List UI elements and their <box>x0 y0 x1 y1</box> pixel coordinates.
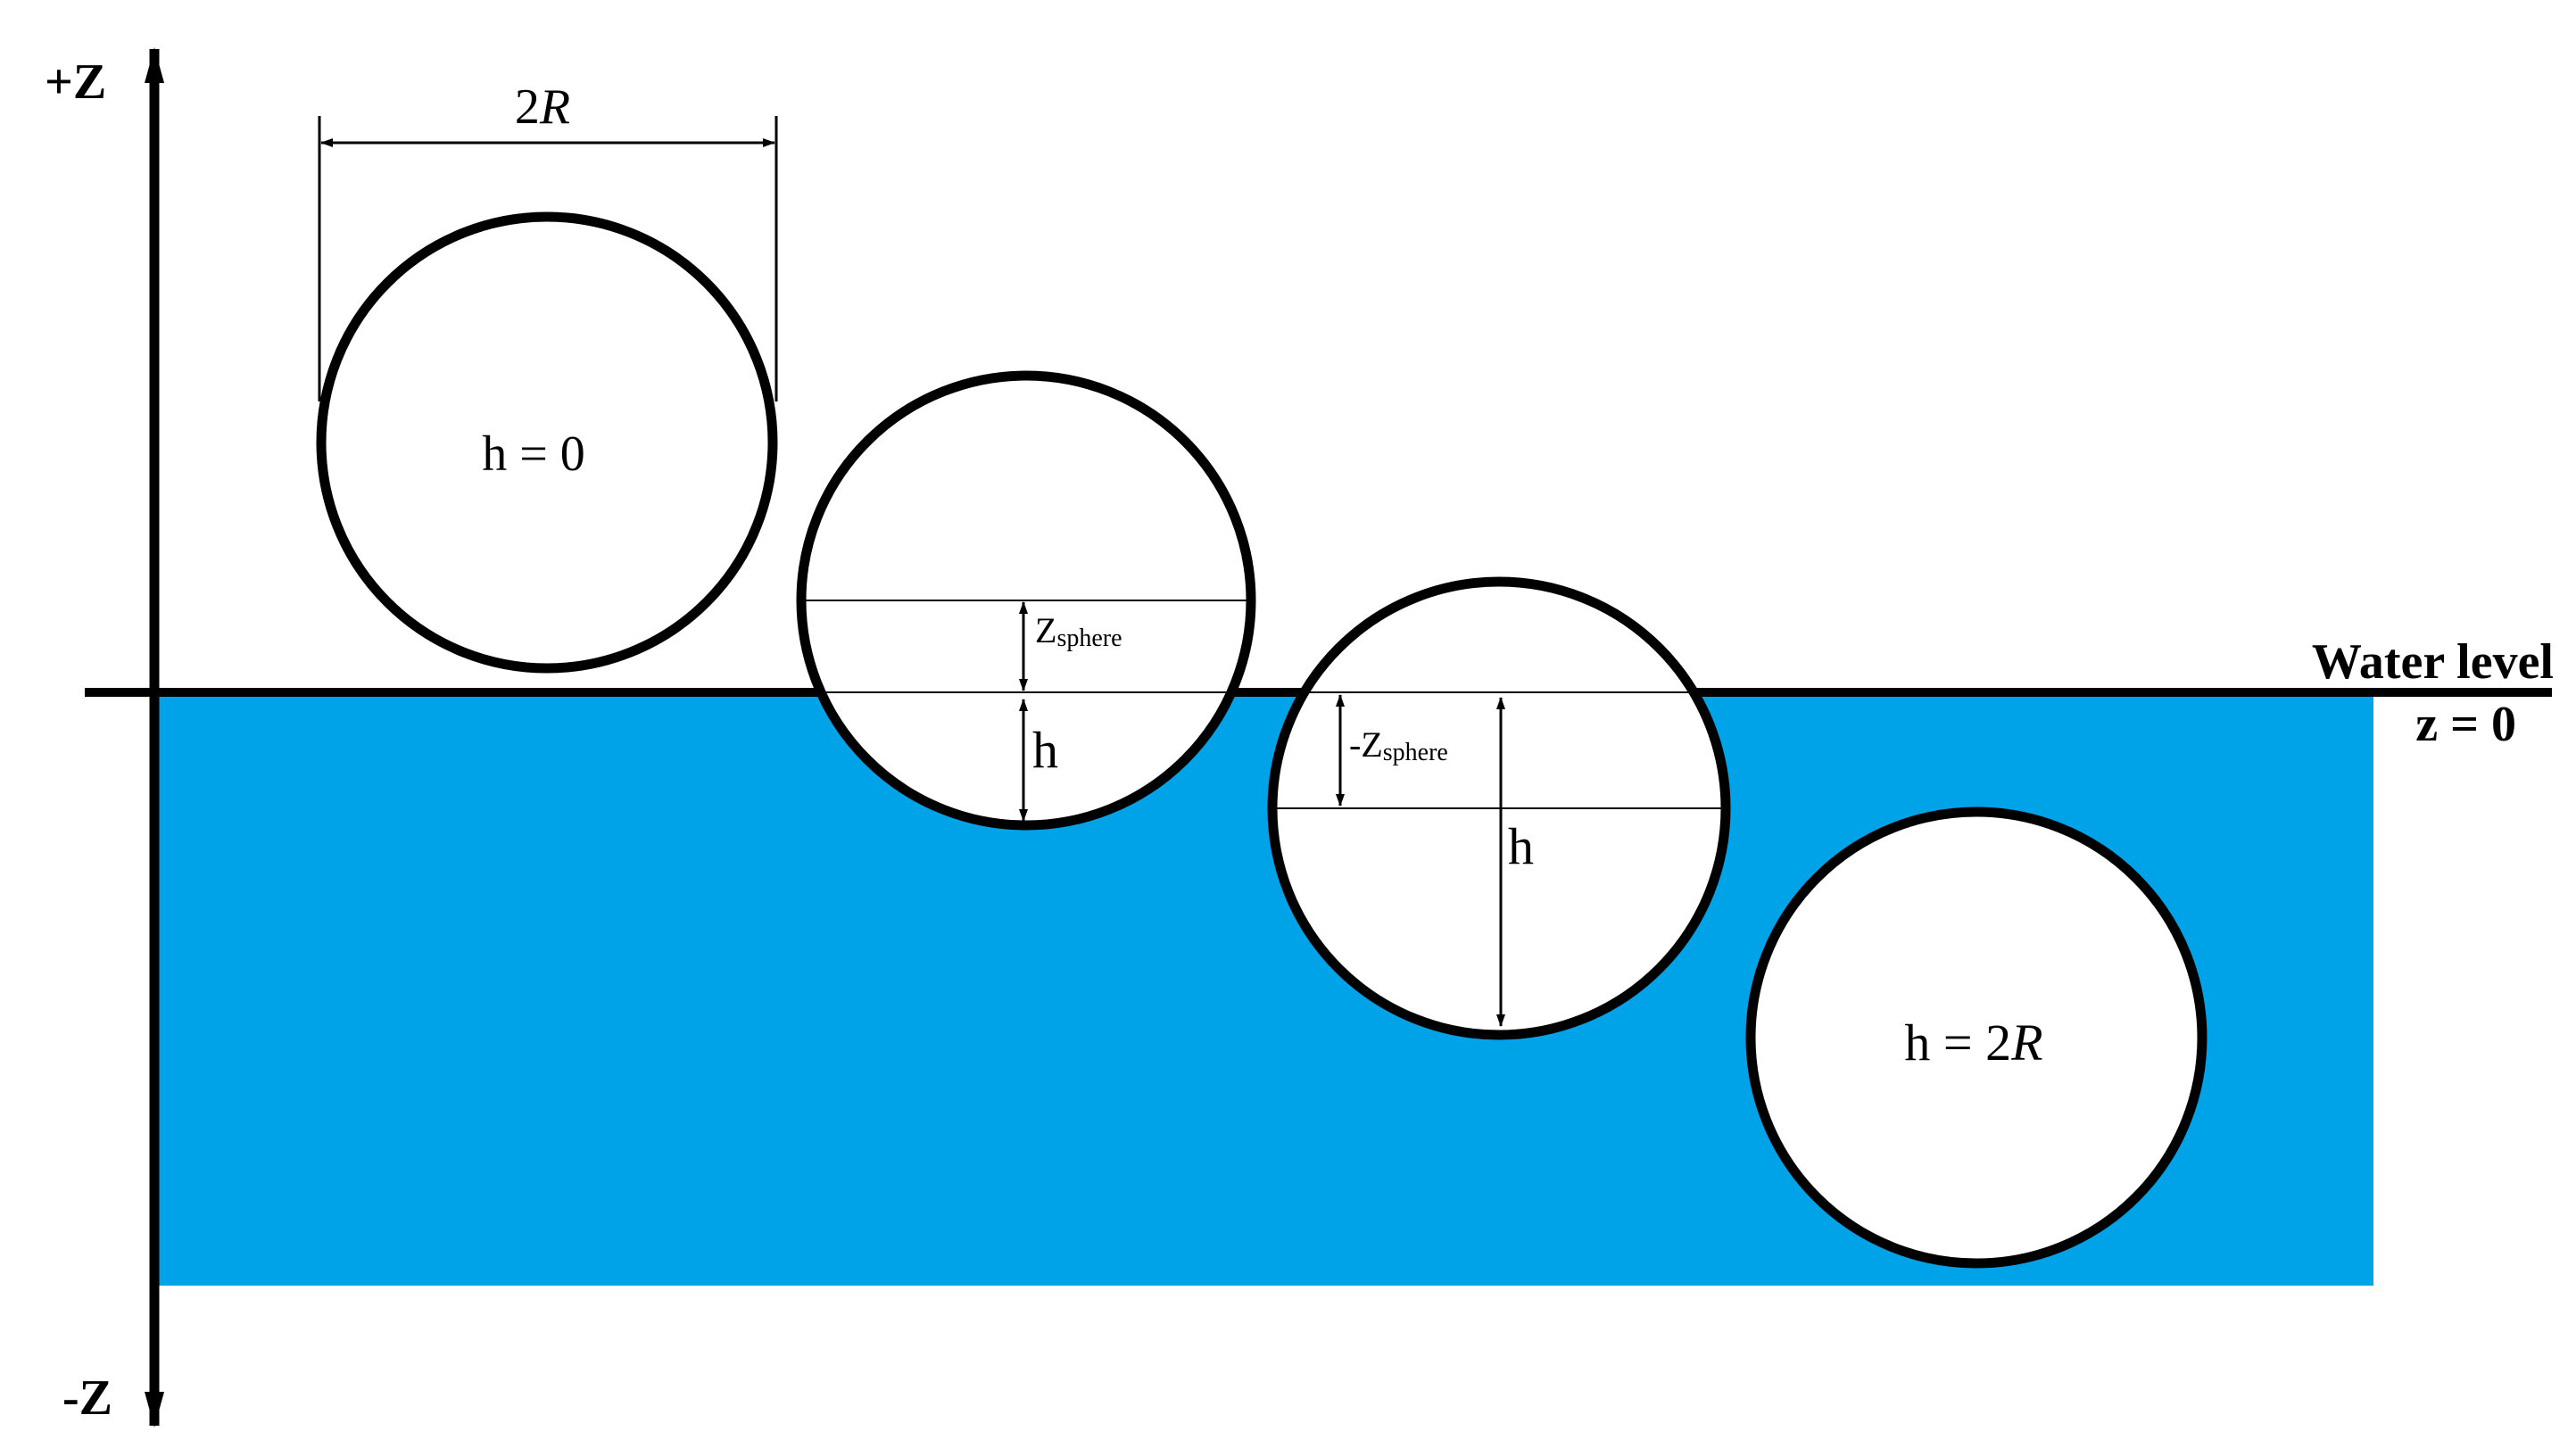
sphere-2-depth-label: h <box>1032 721 1058 779</box>
diameter-label: 2R <box>515 79 570 135</box>
sphere-2-offset-main: Z <box>1035 610 1056 650</box>
sphere-3-offset-label: -Zsphere <box>1349 724 1448 766</box>
sphere-4-label: h = 2R <box>1904 1014 2042 1072</box>
sphere-4-label-var: R <box>2010 1014 2042 1072</box>
sphere-4-label-prefix: h = 2 <box>1904 1014 2011 1072</box>
positive-z-label: +Z <box>45 54 106 110</box>
water-level-equation: z = 0 <box>2415 697 2516 752</box>
sphere-fully-submerged: h = 2R <box>1745 807 2207 1269</box>
sphere-1-label: h = 0 <box>482 426 585 482</box>
sphere-2-offset-label: Zsphere <box>1035 610 1122 652</box>
sphere-partially-submerged-upper: Zsphere h <box>796 370 1256 831</box>
negative-z-label: -Z <box>62 1370 112 1426</box>
diameter-label-var: R <box>539 79 570 135</box>
sphere-1-outline <box>316 211 778 674</box>
diameter-dimension: 2R <box>318 79 778 401</box>
sphere-2-offset-sub: sphere <box>1056 625 1122 652</box>
water-level-label: Water level <box>2312 634 2554 690</box>
sphere-4-outline <box>1745 807 2207 1269</box>
diameter-label-num: 2 <box>515 79 540 135</box>
sphere-3-depth-label: h <box>1508 817 1534 875</box>
sphere-3-offset-main: -Z <box>1349 724 1383 765</box>
sphere-above-water: h = 0 <box>316 211 778 674</box>
sphere-partially-submerged-lower: -Zsphere h <box>1267 576 1731 1040</box>
sphere-3-offset-sub: sphere <box>1383 739 1448 766</box>
